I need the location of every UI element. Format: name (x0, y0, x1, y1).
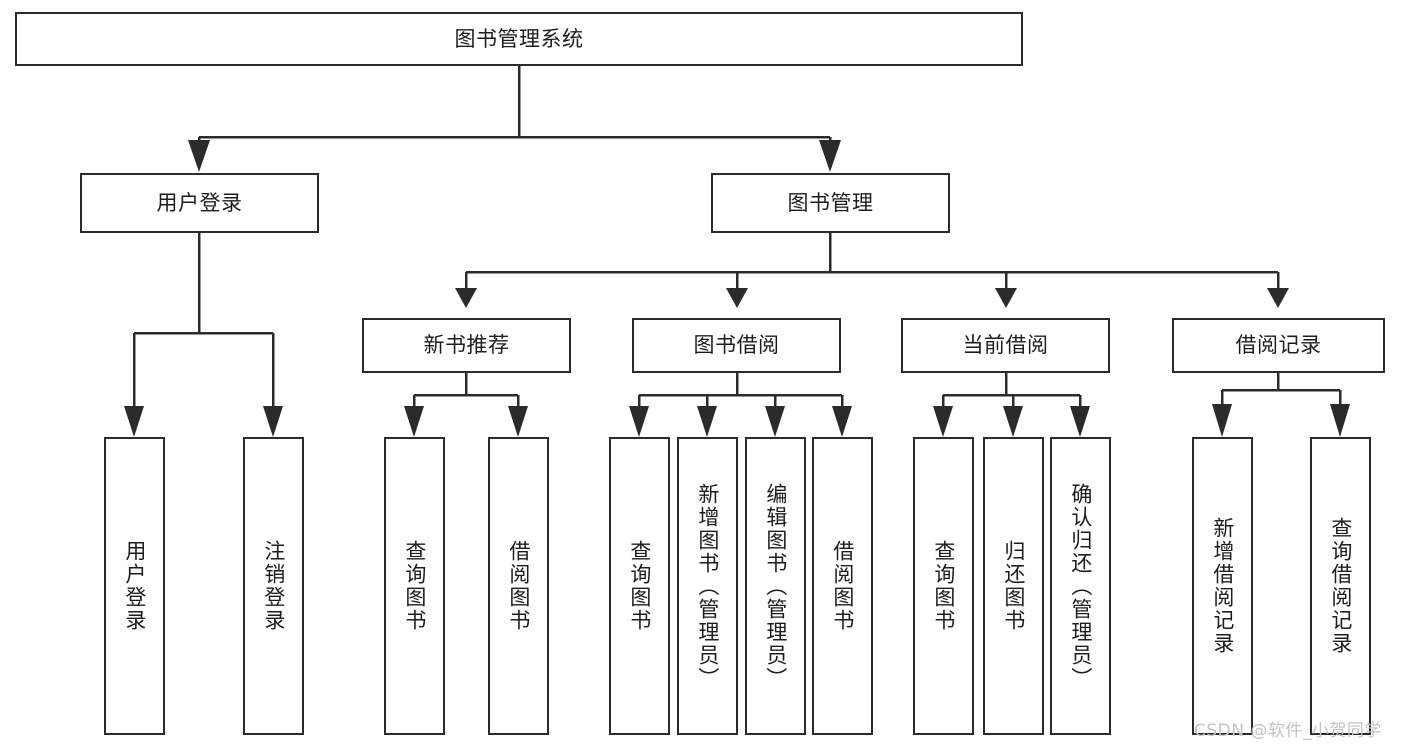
node-book-borrow-label: 图书借阅 (693, 333, 780, 358)
leaf-bookborrow-borrow-book-label: 借阅图书 (830, 540, 855, 632)
leaf-currentborrow-confirm-return-label: 确认归还（管理员） (1068, 482, 1093, 690)
leaf-bookborrow-add-book[interactable]: 新增图书（管理员） (677, 437, 738, 735)
node-user-login[interactable]: 用户登录 (80, 173, 319, 233)
leaf-currentborrow-query-book-label: 查询图书 (931, 540, 956, 632)
arrowhead-leaf-currentborrow-2 (1003, 406, 1023, 437)
leaf-bookborrow-add-book-label: 新增图书（管理员） (695, 482, 720, 690)
leaf-user-login-logout[interactable]: 注销登录 (243, 437, 304, 735)
leaf-currentborrow-return-book-label: 归还图书 (1001, 540, 1026, 632)
arrowhead-leaf-bookborrow-2 (697, 406, 717, 437)
arrowhead-leaf-bookborrow-1 (629, 406, 649, 437)
leaf-bookborrow-query-book[interactable]: 查询图书 (609, 437, 670, 735)
leaf-currentborrow-return-book[interactable]: 归还图书 (983, 437, 1044, 735)
leaf-borrowrecord-add-record-label: 新增借阅记录 (1210, 517, 1235, 655)
node-new-book-recommend-label: 新书推荐 (423, 333, 510, 358)
arrowhead-book-manage (819, 140, 841, 172)
leaf-bookborrow-edit-book[interactable]: 编辑图书（管理员） (745, 437, 806, 735)
arrowhead-group (124, 140, 1350, 437)
arrowhead-current-borrow (995, 288, 1017, 308)
node-new-book-recommend[interactable]: 新书推荐 (362, 318, 571, 373)
arrowhead-user-login (188, 140, 210, 172)
leaf-user-login-logout-label: 注销登录 (261, 540, 286, 632)
arrowhead-leaf-borrowrecord-2 (1330, 404, 1350, 437)
arrowhead-leaf-borrowrecord-1 (1212, 404, 1232, 437)
arrowhead-leaf-bookborrow-3 (765, 406, 785, 437)
arrowhead-leaf-user-login-1 (124, 406, 144, 437)
node-root-system[interactable]: 图书管理系统 (15, 12, 1023, 66)
node-user-login-label: 用户登录 (156, 190, 243, 215)
arrowhead-leaf-newbook-2 (508, 406, 528, 437)
leaf-newbook-borrow-book[interactable]: 借阅图书 (488, 437, 549, 735)
arrowhead-new-book (455, 288, 477, 308)
leaf-currentborrow-confirm-return[interactable]: 确认归还（管理员） (1050, 437, 1111, 735)
leaf-borrowrecord-add-record[interactable]: 新增借阅记录 (1192, 437, 1253, 735)
leaf-bookborrow-borrow-book[interactable]: 借阅图书 (812, 437, 873, 735)
node-book-borrow[interactable]: 图书借阅 (632, 318, 841, 373)
node-borrow-record-label: 借阅记录 (1235, 333, 1322, 358)
node-current-borrow-label: 当前借阅 (962, 333, 1049, 358)
node-current-borrow[interactable]: 当前借阅 (901, 318, 1110, 373)
arrowhead-book-borrow (726, 288, 748, 308)
arrowhead-borrow-record (1267, 288, 1289, 308)
leaf-newbook-query-book-label: 查询图书 (402, 540, 427, 632)
leaf-user-login-login[interactable]: 用户登录 (104, 437, 165, 735)
node-book-management[interactable]: 图书管理 (711, 173, 950, 233)
leaf-currentborrow-query-book[interactable]: 查询图书 (913, 437, 974, 735)
node-borrow-record[interactable]: 借阅记录 (1172, 318, 1385, 373)
arrowhead-leaf-bookborrow-4 (832, 406, 852, 437)
leaf-bookborrow-query-book-label: 查询图书 (627, 540, 652, 632)
leaf-bookborrow-edit-book-label: 编辑图书（管理员） (763, 482, 788, 690)
leaf-newbook-query-book[interactable]: 查询图书 (384, 437, 445, 735)
node-book-management-label: 图书管理 (787, 190, 874, 215)
leaf-newbook-borrow-book-label: 借阅图书 (506, 540, 531, 632)
leaf-user-login-login-label: 用户登录 (122, 540, 147, 632)
arrowhead-leaf-user-login-2 (263, 406, 283, 437)
arrowhead-leaf-currentborrow-3 (1070, 406, 1090, 437)
arrowhead-leaf-currentborrow-1 (933, 406, 953, 437)
node-root-system-label: 图书管理系统 (454, 26, 584, 51)
leaf-borrowrecord-query-record-label: 查询借阅记录 (1328, 517, 1353, 655)
arrowhead-leaf-newbook-1 (404, 406, 424, 437)
leaf-borrowrecord-query-record[interactable]: 查询借阅记录 (1310, 437, 1371, 735)
